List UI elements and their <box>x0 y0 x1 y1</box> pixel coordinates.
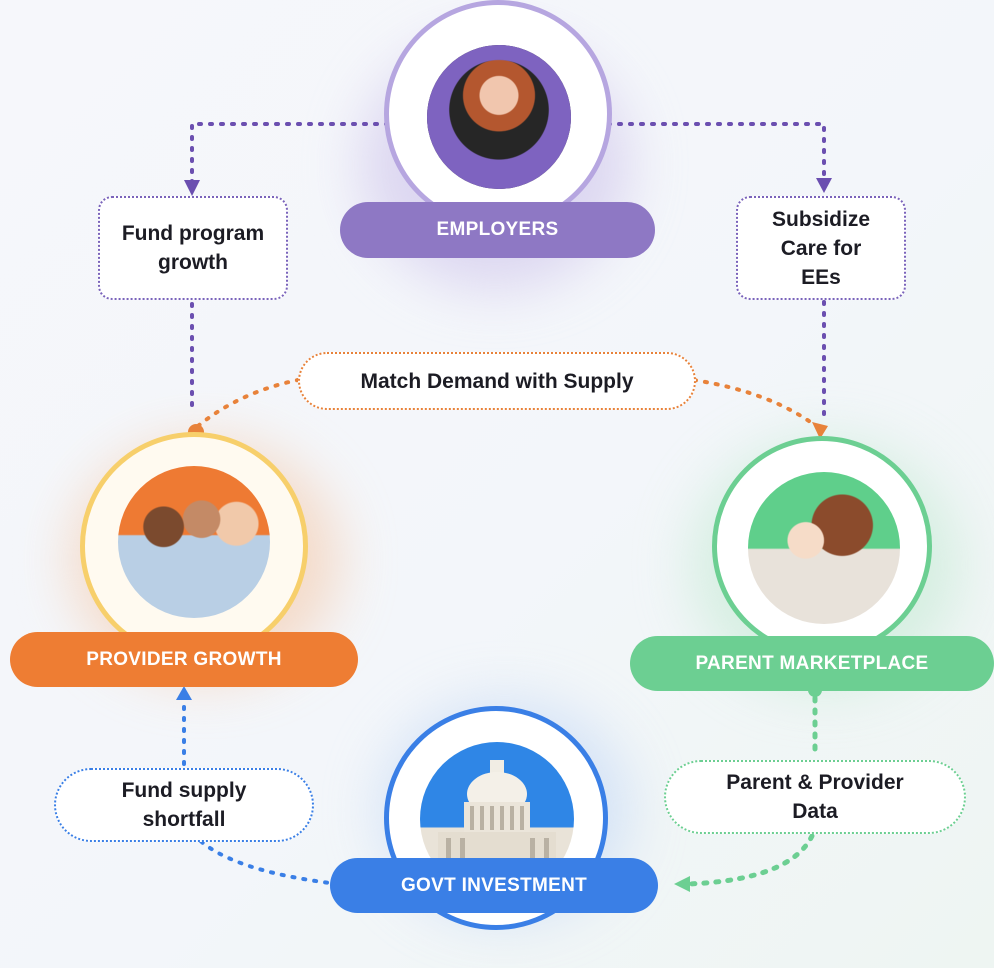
employers-photo <box>427 45 571 189</box>
parent-marketplace-label: PARENT MARKETPLACE <box>695 652 929 674</box>
fund-program-growth-label: Fund program growth <box>98 196 288 300</box>
employers-pill: EMPLOYERS <box>340 202 655 258</box>
subsidize-care-line-2: Care for <box>780 236 862 260</box>
subsidize-care-label: Subsidize Care for EEs <box>736 196 906 300</box>
provider-growth-pill: PROVIDER GROWTH <box>10 632 358 687</box>
parent-photo <box>748 472 900 624</box>
fund-supply-shortfall-line-1: Fund supply <box>121 779 247 802</box>
subsidize-care-line-1: Subsidize <box>771 207 871 231</box>
govt-investment-pill: GOVT INVESTMENT <box>330 858 658 913</box>
govt-investment-label: GOVT INVESTMENT <box>400 874 588 896</box>
connector-match-right <box>692 378 818 428</box>
connector-employers-right <box>606 122 826 182</box>
employers-label: EMPLOYERS <box>436 219 559 240</box>
arrowhead-govt <box>674 876 690 892</box>
capitol-icon <box>438 760 556 862</box>
subsidize-care-line-3: EEs <box>801 265 841 289</box>
provider-photo <box>118 466 270 618</box>
fund-supply-shortfall-label: Fund supply shortfall <box>54 768 314 842</box>
parent-provider-data-label: Parent & Provider Data <box>664 760 966 834</box>
match-demand-line-1: Match Demand with Supply <box>360 369 634 393</box>
arrowhead-fund-program <box>184 180 200 196</box>
match-demand-label: Match Demand with Supply <box>298 352 696 410</box>
fund-program-growth-line-1: Fund program <box>121 222 265 245</box>
fund-program-growth-line-2: growth <box>158 251 228 274</box>
parent-provider-data-line-1: Parent & Provider <box>726 771 904 794</box>
connector-data-to-govt <box>685 833 815 887</box>
arrowhead-match <box>812 422 828 439</box>
connector-govt-left <box>188 828 340 886</box>
connector-employers-left <box>190 122 390 184</box>
parent-provider-data-line-2: Data <box>792 800 838 823</box>
fund-supply-shortfall-line-2: shortfall <box>142 808 226 831</box>
arrowhead-subsidize <box>816 178 832 193</box>
connector-match-left <box>196 378 300 428</box>
provider-growth-label: PROVIDER GROWTH <box>86 648 282 670</box>
parent-marketplace-pill: PARENT MARKETPLACE <box>630 636 994 691</box>
arrowhead-provider <box>176 686 192 700</box>
